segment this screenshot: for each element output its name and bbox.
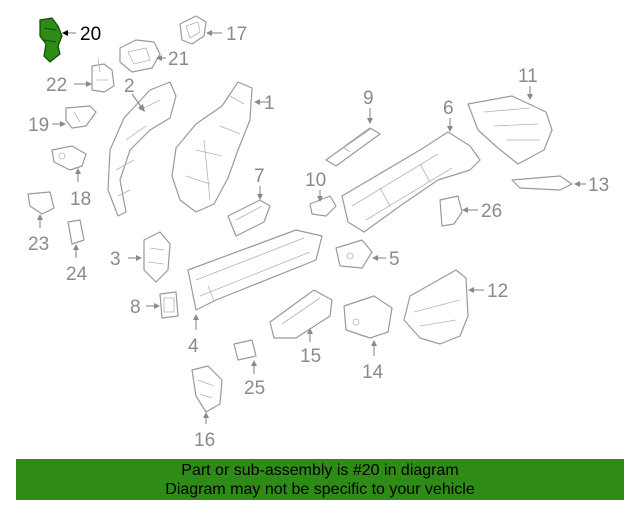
callout-16[interactable]: 16 [194,430,215,451]
callout-5[interactable]: 5 [389,249,400,270]
part-2[interactable] [107,81,177,217]
callout-10[interactable]: 10 [305,170,326,191]
part-14[interactable] [343,295,393,339]
callout-14[interactable]: 14 [362,362,384,383]
callout-26[interactable]: 26 [481,201,502,222]
callout-1[interactable]: 1 [264,93,275,114]
part-6[interactable] [341,131,481,233]
part-8[interactable] [159,291,179,319]
callout-6[interactable]: 6 [443,98,454,119]
callout-11[interactable]: 11 [518,66,538,87]
part-1[interactable] [171,81,253,213]
part-16[interactable] [191,365,223,413]
callout-7[interactable]: 7 [254,166,265,187]
part-17[interactable] [179,15,207,45]
callout-9[interactable]: 9 [363,88,374,109]
part-22[interactable] [91,57,115,93]
part-24[interactable] [67,219,85,245]
callout-20[interactable]: 20 [80,24,101,45]
callout-17[interactable]: 17 [226,24,247,45]
part-9[interactable] [325,127,381,167]
part-20-highlighted[interactable] [39,17,63,63]
part-25[interactable] [233,339,257,361]
callout-13[interactable]: 13 [588,175,609,196]
banner-line-1: Part or sub-assembly is #20 in diagram [181,462,459,479]
callout-19[interactable]: 19 [28,115,49,136]
part-3[interactable] [143,231,171,283]
part-21[interactable] [119,39,161,73]
part-26[interactable] [439,195,463,227]
part-19[interactable] [65,105,97,129]
part-info-banner: Part or sub-assembly is #20 in diagram D… [16,459,624,500]
part-23[interactable] [27,191,55,215]
callout-2[interactable]: 2 [124,76,135,97]
callout-18[interactable]: 18 [70,189,91,210]
part-18[interactable] [51,145,87,171]
callout-15[interactable]: 15 [300,346,321,367]
part-13[interactable] [511,175,573,191]
part-5[interactable] [335,239,373,269]
callout-8[interactable]: 8 [130,297,141,318]
part-12[interactable] [403,269,469,345]
callout-23[interactable]: 23 [28,234,49,255]
banner-line-2: Diagram may not be specific to your vehi… [165,481,475,498]
callout-25[interactable]: 25 [244,378,265,399]
part-4[interactable] [187,229,323,311]
callout-12[interactable]: 12 [487,281,508,302]
part-7[interactable] [227,199,271,237]
callout-21[interactable]: 21 [168,49,189,70]
callout-4[interactable]: 4 [188,336,199,357]
callout-24[interactable]: 24 [66,264,88,285]
part-15[interactable] [269,289,333,339]
part-11[interactable] [467,95,553,165]
callout-22[interactable]: 22 [46,75,67,96]
part-10[interactable] [309,195,337,217]
callout-3[interactable]: 3 [110,249,121,270]
